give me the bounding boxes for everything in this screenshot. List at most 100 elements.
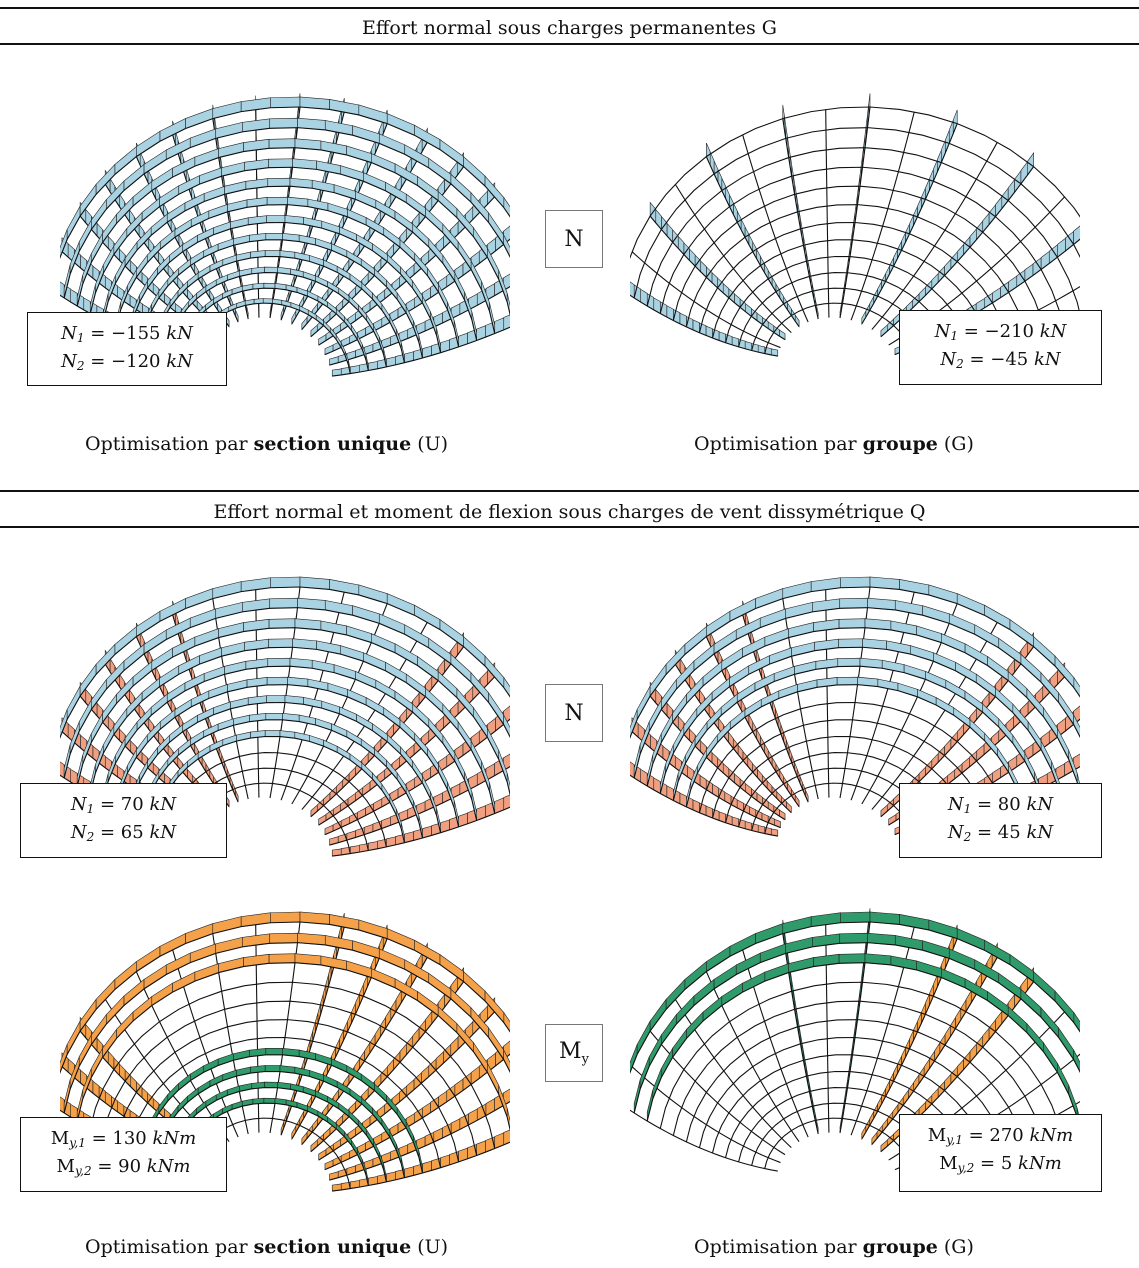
- mesh-line: [698, 1036, 1012, 1168]
- force-diagram-segment: [347, 208, 367, 226]
- value-line-2: N2 = 65 kN: [70, 822, 177, 844]
- force-diagram-segment: [838, 638, 863, 649]
- dome-mesh: [60, 576, 510, 857]
- force-diagram-segment: [347, 792, 356, 807]
- force-diagram-segment: [425, 1010, 433, 1033]
- force-diagram-segment: [364, 1041, 371, 1062]
- force-diagram-segment: [503, 234, 510, 258]
- value-line-2: My,2 = 90 kNm: [56, 1156, 191, 1178]
- force-diagram-segment: [931, 1087, 939, 1105]
- label-n-1: N: [545, 210, 603, 268]
- force-diagram-segment: [412, 223, 430, 248]
- top-rule-2: [0, 43, 1139, 45]
- force-diagram-segment: [114, 960, 137, 991]
- force-diagram-segment: [213, 221, 231, 236]
- force-diagram-segment: [378, 948, 406, 970]
- mesh-line: [63, 607, 510, 779]
- force-diagram-segment: [199, 167, 222, 185]
- force-diagram-segment: [995, 687, 1014, 714]
- force-diagram-segment: [412, 1027, 420, 1049]
- force-diagram-segment: [693, 978, 715, 1007]
- force-diagram-segment: [194, 963, 219, 982]
- force-diagram-segment: [309, 254, 324, 267]
- force-diagram-segment: [95, 978, 116, 1011]
- mesh-line: [672, 185, 1048, 341]
- force-diagram-segment: [995, 1010, 1003, 1033]
- force-diagram-segment: [917, 197, 922, 217]
- force-diagram-segment: [266, 695, 286, 703]
- force-diagram-segment: [428, 637, 452, 665]
- force-diagram-segment: [323, 739, 338, 753]
- force-diagram-segment: [1054, 990, 1075, 1024]
- caption-groupe-1: Optimisation par groupe (G): [694, 433, 974, 455]
- force-diagram-segment: [217, 718, 234, 731]
- force-diagram-segment: [212, 581, 242, 599]
- force-diagram-segment: [221, 161, 246, 177]
- force-diagram-segment: [711, 677, 730, 702]
- force-diagram-segment: [264, 730, 281, 737]
- caption-section-unique-1: Optimisation par section unique (U): [85, 433, 449, 455]
- force-diagram-segment: [395, 989, 402, 1013]
- force-diagram-segment: [268, 953, 296, 964]
- force-diagram-segment: [217, 1053, 234, 1066]
- force-diagram-segment: [450, 988, 472, 1018]
- force-diagram-segment: [759, 608, 787, 629]
- force-diagram-segment: [315, 1090, 328, 1103]
- mesh-line: [63, 127, 510, 299]
- force-diagram-segment: [838, 953, 866, 964]
- force-diagram-segment: [901, 232, 906, 251]
- force-diagram-segment: [323, 792, 331, 807]
- force-diagram-segment: [215, 601, 243, 619]
- mesh-line: [630, 586, 1080, 740]
- force-diagram-segment: [764, 963, 789, 982]
- force-diagram-segment: [660, 712, 673, 744]
- force-diagram-segment: [880, 324, 888, 338]
- mesh-line: [630, 1109, 778, 1172]
- mesh-line: [633, 942, 1080, 1114]
- force-diagram-segment: [318, 813, 327, 826]
- force-diagram-segment: [355, 190, 377, 209]
- top-rule-1: [0, 7, 1139, 9]
- force-diagram-segment: [782, 581, 812, 599]
- mesh-line: [89, 646, 496, 814]
- force-diagram-segment: [114, 625, 137, 656]
- force-diagram-segment: [386, 733, 401, 755]
- force-diagram-segment: [266, 676, 288, 686]
- force-diagram-segment: [264, 266, 278, 274]
- mesh-line: [825, 109, 830, 318]
- force-diagram-segment: [333, 803, 342, 817]
- force-diagram-segment: [839, 597, 868, 609]
- force-diagram-segment: [386, 253, 401, 275]
- force-diagram-segment: [327, 202, 348, 218]
- force-diagram-segment: [755, 923, 784, 944]
- force-diagram-segment: [374, 1025, 381, 1046]
- values-box-n-q-right: N1 = 80 kN N2 = 45 kN: [899, 783, 1102, 858]
- force-diagram-segment: [114, 145, 137, 176]
- force-diagram-segment: [742, 971, 766, 993]
- force-diagram-segment: [684, 625, 707, 656]
- force-diagram-segment: [1043, 1041, 1058, 1074]
- mesh-line: [633, 607, 1080, 779]
- force-diagram-segment: [982, 1027, 990, 1049]
- force-diagram-segment: [208, 683, 228, 699]
- force-diagram-segment: [265, 1048, 283, 1056]
- force-diagram-segment: [386, 113, 415, 136]
- force-diagram-segment: [897, 682, 918, 698]
- force-diagram-segment: [503, 676, 510, 698]
- force-diagram-segment: [352, 125, 380, 144]
- value-line-1: My,1 = 130 kNm: [50, 1128, 197, 1150]
- force-diagram-segment: [928, 584, 958, 604]
- force-diagram-segment: [630, 281, 635, 299]
- force-diagram-segment: [141, 197, 160, 222]
- force-diagram-segment: [773, 665, 795, 682]
- force-diagram-segment: [987, 655, 1009, 682]
- force-diagram-segment: [106, 995, 125, 1025]
- force-diagram-segment: [1073, 714, 1080, 738]
- force-diagram-segment: [363, 974, 368, 997]
- force-diagram-segment: [764, 628, 789, 647]
- force-diagram-segment: [185, 108, 214, 129]
- force-diagram-segment: [965, 989, 972, 1013]
- force-diagram-segment: [358, 104, 388, 124]
- mesh-line: [685, 204, 1030, 347]
- mesh-line: [646, 627, 1080, 797]
